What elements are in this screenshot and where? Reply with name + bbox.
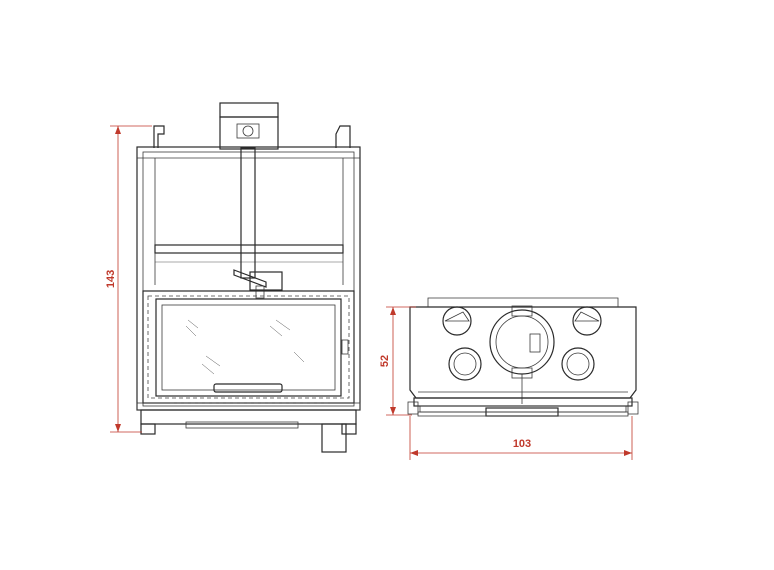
dimension-top-width: 103 [409, 416, 633, 460]
dimension-label-103: 103 [513, 438, 531, 450]
dimension-label-143: 143 [105, 270, 117, 288]
dimension-label-52: 52 [379, 355, 391, 367]
dimension-top-depth: 52 [379, 306, 416, 416]
front-view [136, 102, 361, 453]
dimension-front-height: 143 [105, 125, 152, 433]
top-view [407, 297, 639, 417]
